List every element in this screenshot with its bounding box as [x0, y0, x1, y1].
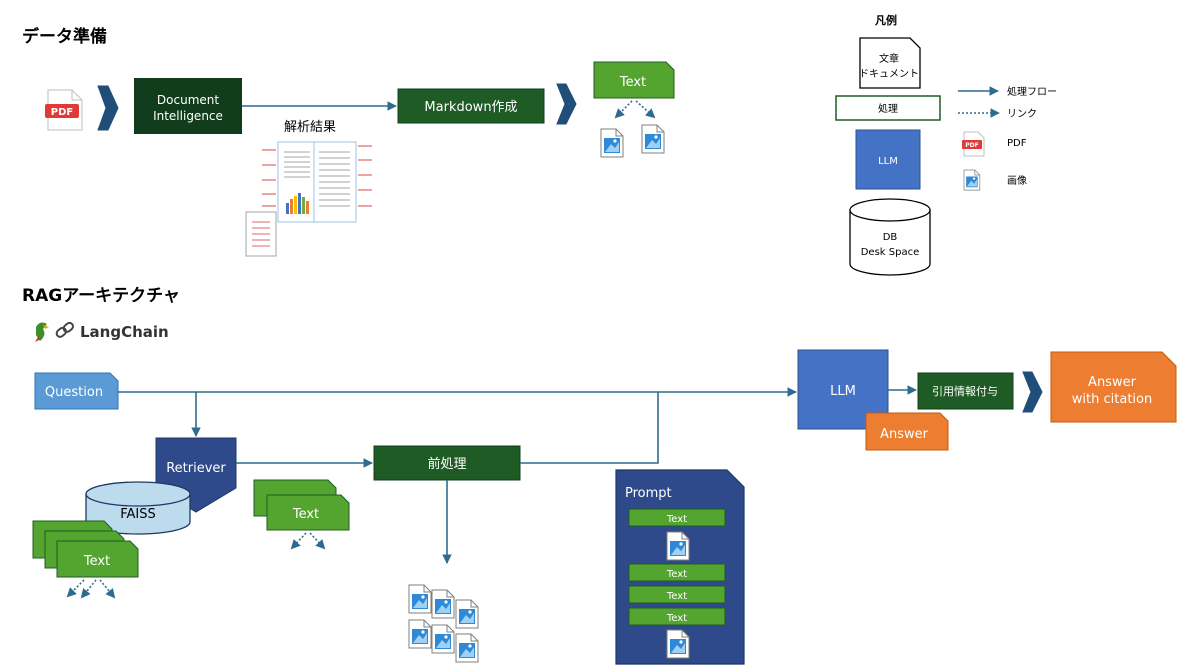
- question-label: Question: [45, 385, 103, 400]
- retrieved-text-label: Text: [292, 507, 319, 522]
- markdown-box: [397, 88, 545, 124]
- image-file-icon-2: [641, 124, 665, 154]
- image-file-icon-b1: [408, 619, 432, 649]
- prompt-text-item-1-label: Text: [666, 514, 687, 525]
- prompt-image-icon-2: [666, 629, 690, 659]
- prompt-label: Prompt: [625, 486, 672, 501]
- legend-document-shape: [859, 37, 921, 89]
- prep-text-doc: [593, 61, 675, 99]
- image-file-icon-a1: [408, 584, 432, 614]
- legend-image-icon: [963, 169, 981, 191]
- faiss-link-arrows: [66, 579, 116, 599]
- legend-flow-label: 処理フロー: [1007, 85, 1057, 98]
- legend-db-label-2: Desk Space: [861, 247, 920, 258]
- image-file-icon-b3: [455, 633, 479, 663]
- prompt-text-item-4-label: Text: [666, 613, 687, 624]
- final-answer-label: Answer: [1088, 375, 1137, 390]
- section-title-data-prep: データ準備: [22, 26, 107, 47]
- final-answer-label-2: with citation: [1072, 392, 1152, 407]
- answer-label: Answer: [880, 427, 929, 442]
- chevron-right-icon-3: [1022, 371, 1043, 413]
- legend-title: 凡例: [875, 13, 897, 27]
- legend-document-label-2: ドキュメント: [859, 69, 919, 80]
- prep-text-label: Text: [619, 75, 646, 90]
- document-intelligence-label: Document: [157, 93, 219, 107]
- faiss-text-doc-front: [56, 540, 139, 578]
- pdf-file-icon: PDF: [45, 89, 83, 131]
- parrot-icon: [35, 322, 49, 342]
- preprocess-box: [373, 445, 521, 481]
- prompt-image-icon-1: [666, 531, 690, 561]
- langchain-wordmark: LangChain: [80, 323, 169, 341]
- citation-box: [917, 372, 1014, 410]
- flow-line-preprocess-to-llm: [520, 392, 659, 464]
- legend-document-label: 文章: [879, 52, 899, 65]
- pdf-icon-label: PDF: [51, 107, 73, 118]
- faiss-text-label: Text: [83, 554, 110, 569]
- link-arrows: [614, 100, 656, 119]
- chevron-right-icon: [97, 85, 119, 131]
- parse-result-preview: [245, 141, 372, 257]
- legend-process-shape: [835, 95, 941, 121]
- prompt-text-item-2-label: Text: [666, 569, 687, 580]
- legend-pdf-label: PDF: [1007, 138, 1027, 149]
- answer-shape: [865, 412, 949, 451]
- faiss-label: FAISS: [120, 507, 156, 522]
- prompt-text-item-3: [628, 585, 726, 604]
- citation-label: 引用情報付与: [932, 384, 998, 398]
- chevron-right-icon-2: [556, 83, 577, 125]
- question-shape: [34, 372, 119, 410]
- image-file-icon: [600, 128, 624, 158]
- legend-pdf-icon: PDF: [962, 131, 985, 157]
- section-title-rag: RAGアーキテクチャ: [22, 286, 180, 306]
- legend-llm-label: LLM: [878, 156, 898, 167]
- image-file-icon-a2: [431, 589, 455, 619]
- document-intelligence-label-2: Intelligence: [153, 109, 223, 123]
- image-file-icon-b2: [431, 624, 455, 654]
- prompt-text-item-2: [628, 563, 726, 582]
- final-answer-shape: [1050, 351, 1177, 423]
- legend-db-label: DB: [883, 232, 898, 243]
- prompt-text-item-3-label: Text: [666, 591, 687, 602]
- preprocess-label: 前処理: [427, 456, 466, 472]
- legend-llm-shape: [855, 129, 921, 190]
- retrieved-link-arrows: [290, 532, 326, 550]
- markdown-label: Markdown作成: [424, 100, 517, 115]
- svg-text:PDF: PDF: [965, 142, 978, 149]
- prompt-text-item-4: [628, 607, 726, 626]
- chain-link-icon: [55, 321, 74, 338]
- parse-result-label: 解析結果: [284, 120, 336, 135]
- retrieved-text-doc-front: [266, 494, 350, 531]
- image-file-icon-a3: [455, 599, 479, 629]
- legend-process-label: 処理: [878, 102, 898, 115]
- legend-image-label: 画像: [1007, 175, 1027, 187]
- retriever-label: Retriever: [166, 461, 226, 476]
- legend-db-shape: [849, 198, 931, 276]
- llm-label: LLM: [830, 384, 856, 399]
- legend-link-label: リンク: [1007, 108, 1037, 120]
- prompt-text-item-1: [628, 508, 726, 527]
- document-intelligence-box: [134, 78, 242, 134]
